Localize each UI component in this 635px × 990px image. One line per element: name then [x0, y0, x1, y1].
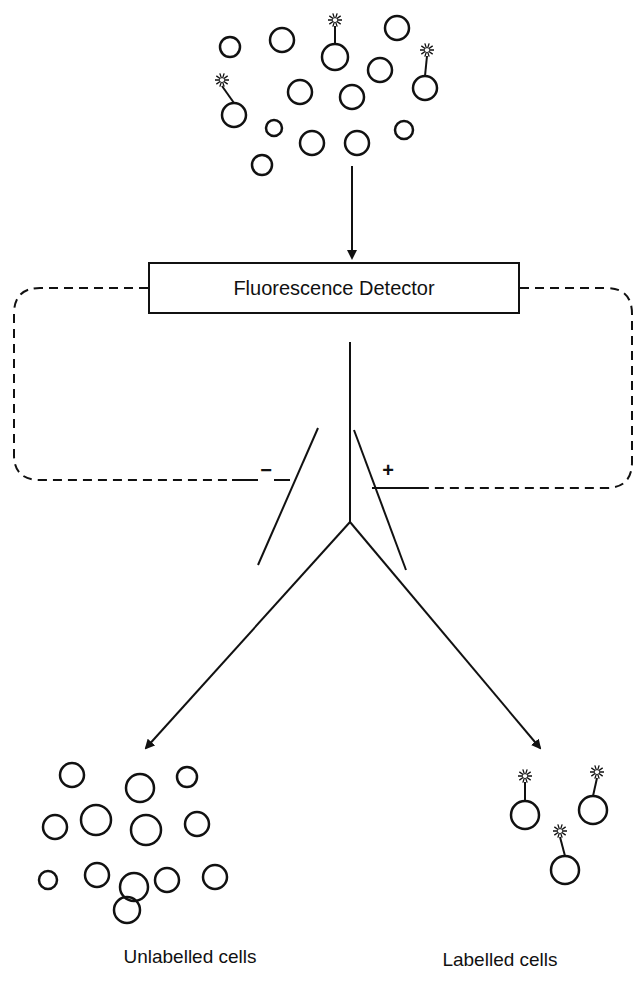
deflection-plate — [354, 430, 406, 570]
group-label: Unlabelled cells — [121, 946, 258, 969]
fluorescent-tag — [518, 769, 532, 782]
cell — [300, 131, 324, 155]
cell — [345, 131, 369, 155]
cell — [270, 28, 294, 52]
antibody-stalk — [524, 782, 526, 801]
antibody-stalk — [593, 778, 597, 796]
cell — [155, 868, 179, 892]
cell — [85, 863, 109, 887]
cell — [81, 805, 111, 835]
antibody-stalk — [222, 86, 234, 103]
polarity-sign: − — [258, 458, 274, 482]
plate-wire — [372, 487, 420, 489]
cell — [340, 85, 364, 109]
polarity-sign: + — [380, 458, 396, 482]
box-label: Fluorescence Detector — [233, 277, 434, 300]
antibody-stalk — [425, 56, 427, 76]
cell — [220, 37, 240, 57]
cell — [114, 897, 140, 923]
detector-box: Fluorescence Detector — [148, 262, 520, 314]
cell-stream — [349, 342, 351, 522]
labelled-cell — [551, 856, 579, 884]
cell — [385, 16, 409, 40]
flow-arrow — [351, 166, 353, 258]
cell — [395, 121, 413, 139]
circuit-wire — [420, 288, 632, 488]
labelled-cell — [413, 76, 437, 100]
sort-arrow — [350, 522, 540, 748]
deflection-plate — [258, 428, 318, 565]
cell — [368, 58, 392, 82]
labelled-cell — [222, 103, 246, 127]
cell — [288, 80, 312, 104]
fluorescent-tag — [328, 13, 342, 26]
fluorescent-tag — [420, 43, 434, 56]
labelled-cell — [322, 44, 348, 70]
cell — [39, 871, 57, 889]
cell — [126, 774, 154, 802]
cell — [185, 812, 209, 836]
circuit-wire — [14, 288, 232, 480]
cell — [131, 815, 161, 845]
labelled-cell — [579, 796, 607, 824]
antibody-stalk — [334, 26, 336, 44]
fluorescent-tag — [553, 824, 567, 837]
cell — [203, 865, 227, 889]
cell — [177, 767, 197, 787]
cell — [252, 155, 272, 175]
labelled-cell — [511, 801, 539, 829]
cell — [43, 815, 67, 839]
cell — [60, 763, 84, 787]
fluorescent-tag — [590, 765, 604, 778]
cell — [266, 120, 282, 136]
group-label: Labelled cells — [440, 949, 559, 972]
sort-arrow — [146, 522, 350, 748]
fluorescent-tag — [215, 73, 229, 86]
antibody-stalk — [560, 837, 565, 856]
